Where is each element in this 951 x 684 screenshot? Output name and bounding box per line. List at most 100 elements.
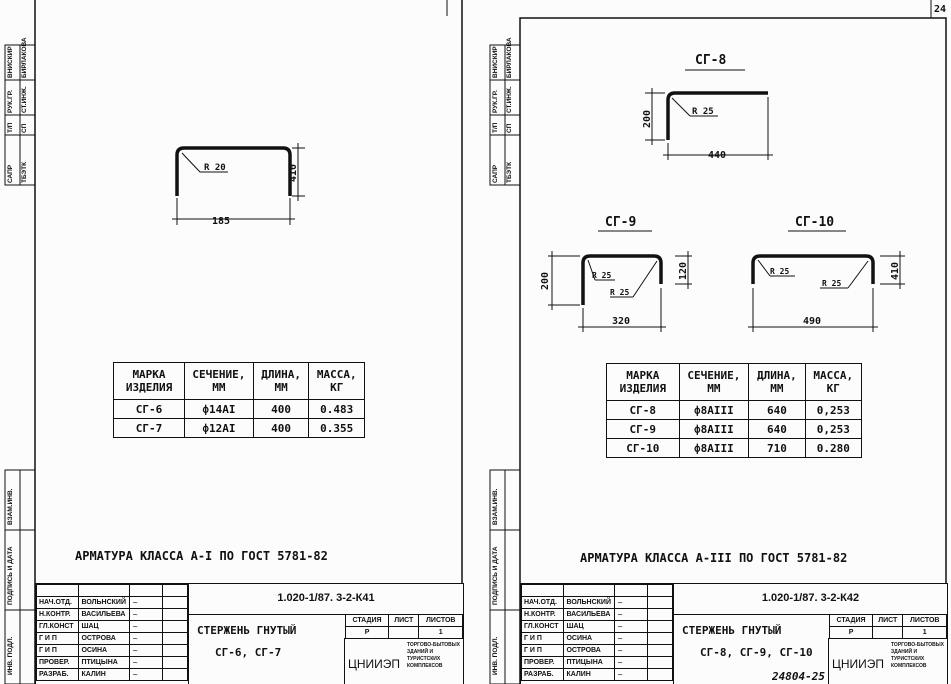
title-block-sheet1: НАЧ.ОТД.ВОЛЬНСКИЙ~Н.КОНТР.ВАСИЛЬЕВА~ГЛ.К… xyxy=(35,583,464,684)
side-label: БИРЛАКОВА xyxy=(21,37,28,78)
sheet-label: ЛИСТ xyxy=(872,614,904,627)
stage-label: СТАДИЯ xyxy=(344,614,390,627)
role-label: ГЛ.КОНСТ xyxy=(35,620,80,633)
person-name: ШАЦ xyxy=(563,620,616,633)
cell: СГ-8 xyxy=(606,400,680,420)
side-label: СТ.ИНЖ. xyxy=(506,86,513,113)
side-label: БИРЛАКОВА xyxy=(506,37,513,78)
cell: 0.355 xyxy=(308,418,365,438)
width-dimension: 490 xyxy=(803,316,821,327)
signature: ~ xyxy=(614,596,648,609)
person-name: ОСИНА xyxy=(563,632,616,645)
radius-label: R 20 xyxy=(204,163,226,173)
document-code: 1.020-1/87. 3-2-К41 xyxy=(189,584,463,615)
signature-row: ПРОВЕР.ПТИЦЫНА~ xyxy=(35,656,189,669)
side-label: Т/П xyxy=(492,122,499,133)
signature-row: НАЧ.ОТД.ВОЛЬНСКИЙ~ xyxy=(35,596,189,609)
height-dimension: 200 xyxy=(540,272,551,290)
drawing-title: СГ-8 xyxy=(695,53,726,68)
organization-name: ЦНИИЭП xyxy=(832,657,885,671)
document-code: 1.020-1/87. 3-2-К42 xyxy=(674,584,947,615)
role-label: Н.КОНТР. xyxy=(35,608,80,621)
width-dimension: 320 xyxy=(612,316,630,327)
signature-row: НАЧ.ОТД.ВОЛЬНСКИЙ~ xyxy=(520,596,674,609)
sheet-value xyxy=(872,626,904,639)
signature: ~ xyxy=(129,620,163,633)
organization-description: ТОРГОВО-БЫТОВЫХ ЗДАНИЙ И ТУРИСТСКИХ КОМП… xyxy=(407,642,461,669)
stage-label: СТАДИЯ xyxy=(828,614,874,627)
cell: СГ-9 xyxy=(606,419,680,439)
cell: 400 xyxy=(252,399,310,419)
signature: ~ xyxy=(129,644,163,657)
side-label: СП xyxy=(21,123,28,133)
signature: ~ xyxy=(129,668,163,681)
person-name: ВОЛЬНСКИЙ xyxy=(78,596,131,609)
cell: СГ-6 xyxy=(112,399,186,419)
header-cell: ДЛИНА, ММ xyxy=(748,363,806,401)
role-label: ПРОВЕР. xyxy=(520,656,565,669)
role-label: Г И П xyxy=(520,632,565,645)
signature-row: РАЗРАБ.КАЛИН~ xyxy=(520,668,674,681)
radius-label: R 25 xyxy=(692,107,714,117)
cell: ф14АI xyxy=(184,399,254,419)
width-dimension: 185 xyxy=(212,216,230,227)
signature: ~ xyxy=(614,632,648,645)
role-label: Н.КОНТР. xyxy=(520,608,565,621)
side-label: СП xyxy=(506,123,513,133)
cell: СГ-10 xyxy=(606,438,680,458)
cell: 0.280 xyxy=(804,438,863,458)
drawing-title: СТЕРЖЕНЬ ГНУТЫЙ xyxy=(682,624,782,637)
signature: ~ xyxy=(614,644,648,657)
drawing-title: СГ-10 xyxy=(795,215,834,230)
person-name: ОСТРОВА xyxy=(563,644,616,657)
cell: ф12АI xyxy=(184,418,254,438)
cell: 400 xyxy=(252,418,310,438)
role-label: ГЛ.КОНСТ xyxy=(520,620,565,633)
signature-row: РАЗРАБ.КАЛИН~ xyxy=(35,668,189,681)
signature: ~ xyxy=(614,620,648,633)
header-cell: СЕЧЕНИЕ, ММ xyxy=(184,362,254,400)
bent-bar-sg10-drawing: СГ-10 R 25 R 25 410 490 xyxy=(748,215,905,332)
person-name: ПТИЦЫНА xyxy=(78,656,131,669)
side-label: САПР xyxy=(7,164,14,183)
role-label: РАЗРАБ. xyxy=(35,668,80,681)
role-label: Г И П xyxy=(35,632,80,645)
signature-row: Н.КОНТР.ВАСИЛЬЕВА~ xyxy=(520,608,674,621)
role-label: ПРОВЕР. xyxy=(35,656,80,669)
person-name: ВОЛЬНСКИЙ xyxy=(563,596,616,609)
side-label: ПОДПИСЬ И ДАТА xyxy=(492,546,499,605)
width-dimension: 440 xyxy=(708,150,726,161)
height-dimension: 410 xyxy=(890,262,901,280)
right-sheet-frame xyxy=(519,17,947,684)
role-label: НАЧ.ОТД. xyxy=(35,596,80,609)
signature: ~ xyxy=(614,656,648,669)
side-label: ПОДПИСЬ И ДАТА xyxy=(7,546,14,605)
role-label: РАЗРАБ. xyxy=(520,668,565,681)
side-label: СТ.ИНЖ. xyxy=(21,86,28,113)
signature-row: Н.КОНТР.ВАСИЛЬЕВА~ xyxy=(35,608,189,621)
organization-name: ЦНИИЭП xyxy=(348,657,401,671)
height-dimension: 120 xyxy=(678,262,689,280)
role-label: Г И П xyxy=(520,644,565,657)
signature: ~ xyxy=(129,608,163,621)
sheet-value xyxy=(388,626,420,639)
sheet2-note: АРМАТУРА КЛАССА А-III ПО ГОСТ 5781-82 xyxy=(580,551,847,565)
side-label: РУК.ГР. xyxy=(492,90,499,113)
signature: ~ xyxy=(129,596,163,609)
drawing-title: СГ-9 xyxy=(605,215,636,230)
signature: ~ xyxy=(614,608,648,621)
bent-bar-sg8-drawing: СГ-8 R 25 200 440 xyxy=(642,53,773,161)
